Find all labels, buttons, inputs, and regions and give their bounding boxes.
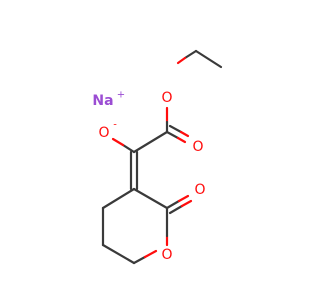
ester-ether-oxygen-label: O <box>161 90 172 106</box>
bond-ch2-o-part1 <box>183 49 198 60</box>
bond-alpha-c-to-enolate-o-part2 <box>111 137 125 147</box>
bond-ring-c5-c6 <box>101 243 136 265</box>
molecule-structure-diagram: Na + O - O O O O <box>92 49 223 265</box>
ester-carbonyl-oxygen-label: O <box>192 139 203 155</box>
ring-oxygen-label: O <box>161 247 172 263</box>
bond-ester-carbonyl-b2 <box>179 130 190 138</box>
bond-ester-carbonyl-b1 <box>168 124 183 134</box>
bond-alpha-c-to-enolate-o-part1 <box>121 143 136 154</box>
enolate-oxygen-charge-label: - <box>113 120 117 131</box>
bond-ester-c-to-alpha-c <box>132 130 169 154</box>
bond-methyl-ch2 <box>194 49 223 69</box>
bond-lactone-carbonyl-a2 <box>177 194 190 203</box>
lactone-carbonyl-oxygen-label: O <box>194 182 205 198</box>
bond-ester-carbonyl-a2 <box>176 136 187 144</box>
sodium-atom-label: Na <box>92 93 113 109</box>
sodium-charge-label: + <box>117 90 125 101</box>
bond-lactone-carbonyl-b1 <box>168 204 184 215</box>
bond-ring-c3-c2 <box>132 187 169 210</box>
bonds <box>101 49 223 265</box>
bond-ring-c3-c4 <box>101 187 136 210</box>
bond-ring-c6-o-part2 <box>143 249 158 259</box>
bond-ch2-o-part2 <box>176 56 187 65</box>
bond-lactone-carbonyl-a1 <box>165 199 181 210</box>
enolate-oxygen-label: O <box>98 125 109 141</box>
bond-ester-carbonyl-a1 <box>165 130 180 140</box>
atom-labels: Na + O - O O O O <box>92 90 205 264</box>
bond-ring-c6-o-part1 <box>132 255 147 265</box>
bond-lactone-carbonyl-b2 <box>180 199 193 208</box>
